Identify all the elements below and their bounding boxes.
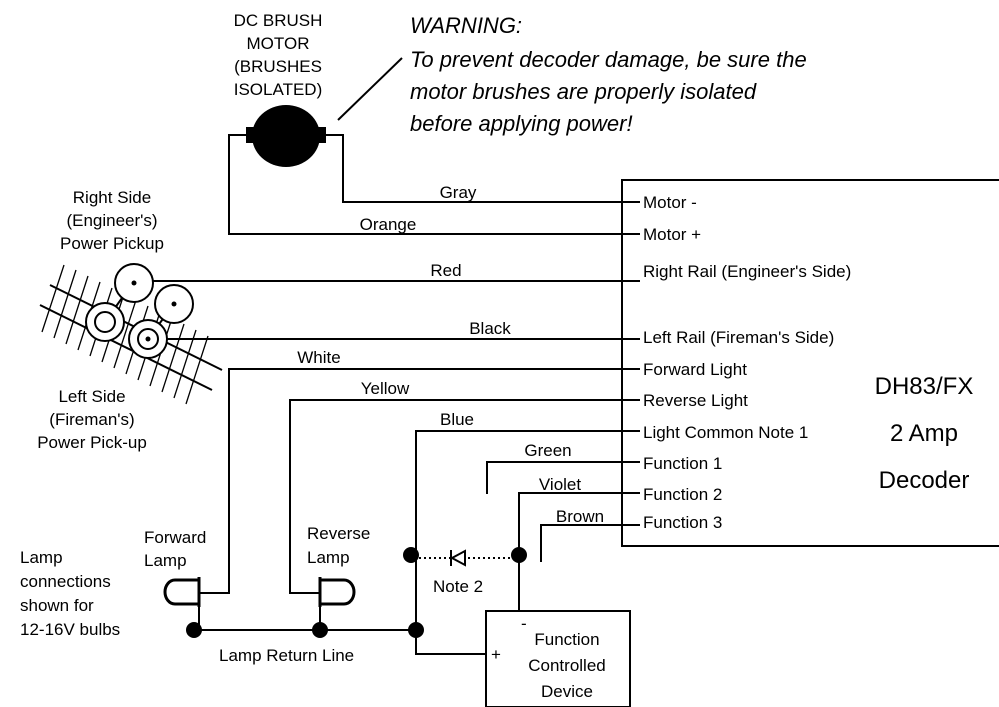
terminal-light-common: Light Common Note 1 (643, 423, 808, 442)
wire-label-black: Black (469, 319, 511, 338)
terminal-motor-minus: Motor - (643, 193, 697, 212)
lamp-note-line-3: shown for (20, 596, 94, 615)
warning-line-1: To prevent decoder damage, be sure the (410, 47, 807, 72)
left-side-line-2: (Fireman's) (49, 410, 134, 429)
terminal-motor-plus: Motor + (643, 225, 701, 244)
left-side-label: Left Side (Fireman's) Power Pick-up (37, 387, 147, 452)
white-wire (200, 368, 622, 594)
motor-label-line-2: MOTOR (247, 34, 310, 53)
device-label-line-3: Device (541, 682, 593, 701)
decoder-terminals: Motor - Motor + Right Rail (Engineer's S… (643, 193, 851, 532)
terminal-stubs (622, 201, 640, 526)
right-side-line-1: Right Side (73, 188, 151, 207)
motor-label-line-3: (BRUSHES (234, 57, 322, 76)
motor-label-line-1: DC BRUSH (234, 11, 323, 30)
right-side-label: Right Side (Engineer's) Power Pickup (60, 188, 164, 253)
decoder-name-line-2: 2 Amp (890, 420, 958, 447)
track-rail-lower (39, 304, 213, 391)
wire-labels: Gray Orange Red Black White Yellow Blue … (297, 183, 604, 526)
warning-line-2: motor brushes are properly isolated (410, 79, 757, 104)
decoder-name-line-1: DH83/FX (875, 373, 974, 400)
junction-dot-common (408, 622, 424, 638)
decoder-box (621, 179, 999, 547)
left-side-line-3: Power Pick-up (37, 433, 147, 452)
motor-symbol (246, 105, 326, 167)
motor-label-line-4: ISOLATED) (234, 80, 322, 99)
terminal-reverse-light: Reverse Light (643, 391, 748, 410)
terminal-left-rail: Left Rail (Fireman's Side) (643, 328, 834, 347)
left-side-line-1: Left Side (58, 387, 125, 406)
terminal-function-1: Function 1 (643, 454, 722, 473)
motor-body (252, 105, 320, 167)
wire-label-yellow: Yellow (361, 379, 410, 398)
device-minus-sign: - (521, 614, 527, 633)
blue-wire (415, 430, 622, 655)
forward-lamp-symbol (163, 577, 201, 630)
forward-lamp-label: Forward Lamp (144, 528, 206, 570)
lamp-return-line-label: Lamp Return Line (219, 646, 354, 665)
wire-label-red: Red (430, 261, 461, 280)
motor-label: DC BRUSH MOTOR (BRUSHES ISOLATED) (234, 11, 323, 99)
terminal-function-3: Function 3 (643, 513, 722, 532)
lamp-note-line-4: 12-16V bulbs (20, 620, 120, 639)
wire-label-gray: Gray (440, 183, 477, 202)
warning-title: WARNING: (410, 13, 522, 38)
reverse-lamp-line-2: Lamp (307, 548, 350, 567)
wire-label-violet: Violet (539, 475, 581, 494)
wire-label-white: White (297, 348, 340, 367)
right-side-line-2: (Engineer's) (66, 211, 157, 230)
decoder-name-line-3: Decoder (879, 467, 970, 494)
terminal-forward-light: Forward Light (643, 360, 747, 379)
lamp-note-line-1: Lamp (20, 548, 63, 567)
device-plus-sign: + (491, 645, 501, 664)
forward-lamp-line-1: Forward (144, 528, 206, 547)
junction-dot-diode-left (403, 547, 419, 563)
wire-label-orange: Orange (360, 215, 417, 234)
track-pickup-symbol (39, 263, 223, 405)
diode-symbol (449, 549, 466, 567)
reverse-lamp-symbol (318, 577, 356, 630)
function-controlled-device-box (485, 610, 631, 707)
lamp-note-label: Lamp connections shown for 12-16V bulbs (20, 548, 120, 639)
junction-dot-diode-right (511, 547, 527, 563)
green-wire (486, 461, 622, 494)
wire-label-brown: Brown (556, 507, 604, 526)
device-label-line-2: Controlled (528, 656, 606, 675)
warning-text: WARNING: To prevent decoder damage, be s… (410, 13, 807, 136)
note-2-label: Note 2 (433, 577, 483, 596)
orange-wire (228, 134, 622, 235)
right-side-line-3: Power Pickup (60, 234, 164, 253)
wire-label-blue: Blue (440, 410, 474, 429)
violet-wire (518, 492, 622, 612)
yellow-wire (289, 399, 622, 594)
warning-line-3: before applying power! (410, 111, 633, 136)
terminal-function-2: Function 2 (643, 485, 722, 504)
reverse-lamp-label: Reverse Lamp (307, 524, 370, 567)
junction-dot-reverse (312, 622, 328, 638)
brown-wire (540, 524, 622, 562)
forward-lamp-line-2: Lamp (144, 551, 187, 570)
warning-pointer-line (337, 57, 403, 121)
lamp-note-line-2: connections (20, 572, 111, 591)
device-label-line-1: Function (534, 630, 599, 649)
wire-label-green: Green (524, 441, 571, 460)
decoder-name: DH83/FX 2 Amp Decoder (875, 373, 974, 494)
terminal-right-rail: Right Rail (Engineer's Side) (643, 262, 851, 281)
junction-dot-forward (186, 622, 202, 638)
reverse-lamp-line-1: Reverse (307, 524, 370, 543)
gray-wire (326, 134, 622, 203)
